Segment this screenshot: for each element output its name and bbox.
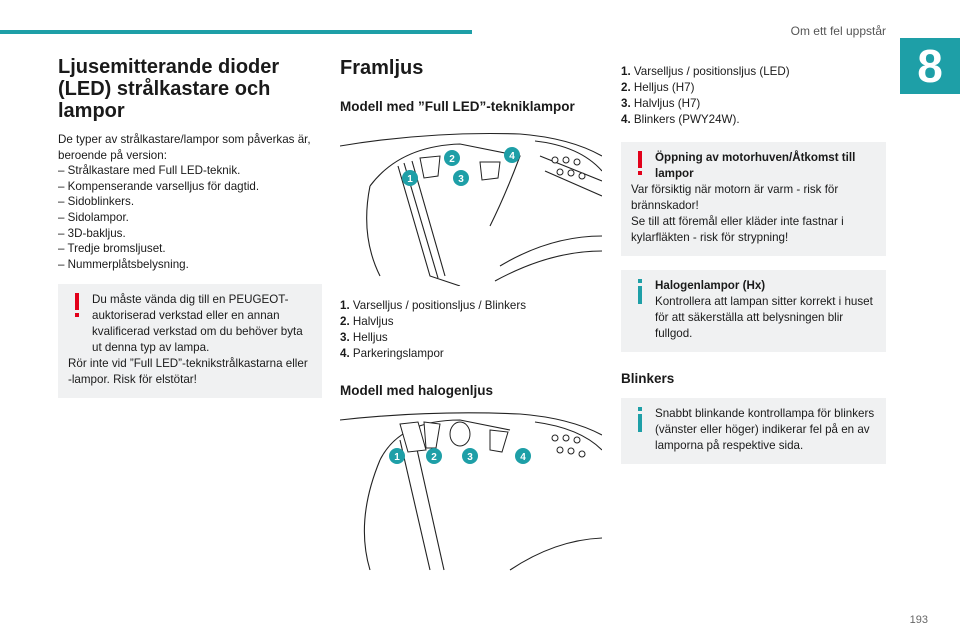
list-item: – Strålkastare med Full LED-teknik.: [58, 164, 241, 178]
section-title: Om ett fel uppstår: [790, 24, 886, 38]
callout-1: 1: [394, 452, 400, 463]
full-led-legend: 1. Varselljus / positionsljus / Blinkers…: [340, 298, 602, 362]
list-item: 3. Helljus: [340, 331, 388, 344]
halogen-headlight-illustration: 1 2 3 4: [340, 410, 602, 580]
warning-text: Du måste vända dig till en PEUGEOT-aukto…: [92, 293, 303, 355]
halogen-legend: 1. Varselljus / positionsljus (LED) 2. H…: [621, 64, 886, 128]
callout-2: 2: [449, 154, 455, 165]
column-led-lamps: Ljusemitterande dioder (LED) strålkastar…: [58, 56, 322, 399]
warning-text: Rör inte vid ”Full LED”-teknikstrålkasta…: [68, 357, 308, 387]
headlights-title: Framljus: [340, 57, 424, 79]
full-led-headlight-illustration: 1 2 3 4: [340, 126, 602, 286]
led-title: Ljusemitterande dioder (LED) strålkastar…: [58, 56, 280, 122]
callout-2: 2: [431, 452, 437, 463]
warning-exclamation-icon: [75, 293, 79, 318]
callout-1: 1: [407, 174, 413, 185]
info-box-blinkers: Snabbt blinkande kontrollampa för blinke…: [621, 398, 886, 464]
callout-4: 4: [520, 452, 526, 463]
warning-text: Var försiktig när motorn är varm - risk …: [631, 183, 839, 212]
list-item: 3. Halvljus (H7): [621, 97, 701, 110]
list-item: – Kompenserande varselljus för dagtid.: [58, 179, 260, 193]
list-item: 4. Blinkers (PWY24W).: [621, 113, 740, 126]
blinkers-title: Blinkers: [621, 371, 675, 386]
info-text: Snabbt blinkande kontrollampa för blinke…: [655, 407, 875, 452]
list-item: 2. Helljus (H7): [621, 81, 695, 94]
info-title: Halogenlampor (Hx): [655, 279, 766, 292]
list-item: 1. Varselljus / positionsljus (LED): [621, 65, 790, 78]
full-led-subtitle: Modell med ”Full LED”-tekniklampor: [340, 99, 575, 114]
callout-3: 3: [458, 174, 464, 185]
warning-box-led: Du måste vända dig till en PEUGEOT-aukto…: [58, 284, 322, 399]
info-icon: [638, 407, 642, 432]
warning-text: Se till att föremål eller kläder inte fa…: [631, 215, 844, 244]
chapter-tab: 8: [900, 38, 960, 94]
list-item: 1. Varselljus / positionsljus / Blinkers: [340, 299, 527, 312]
led-intro: De typer av strålkastare/lampor som påve…: [58, 133, 311, 162]
list-item: – 3D-bakljus.: [58, 226, 126, 240]
info-text: Kontrollera att lampan sitter korrekt i …: [655, 295, 873, 340]
callout-3: 3: [467, 452, 473, 463]
list-item: – Sidoblinkers.: [58, 195, 135, 209]
list-item: 4. Parkeringslampor: [340, 347, 444, 360]
list-item: – Tredje bromsljuset.: [58, 242, 166, 256]
list-item: – Nummerplåtsbelysning.: [58, 257, 189, 271]
halogen-subtitle: Modell med halogenljus: [340, 383, 494, 398]
warning-exclamation-icon: [638, 151, 642, 175]
column-halogen-details: 1. Varselljus / positionsljus (LED) 2. H…: [621, 64, 886, 464]
callout-4: 4: [509, 151, 515, 162]
list-item: 2. Halvljus: [340, 315, 394, 328]
info-box-halogen: Halogenlampor (Hx) Kontrollera att lampa…: [621, 270, 886, 352]
header-accent-bar: [0, 30, 472, 34]
info-icon: [638, 279, 642, 304]
list-item: – Sidolampor.: [58, 210, 129, 224]
lamp-type-list: – Strålkastare med Full LED-teknik. – Ko…: [58, 163, 322, 272]
warning-box-bonnet: Öppning av motorhuven/Åtkomst till lampo…: [621, 142, 886, 256]
warning-title: Öppning av motorhuven/Åtkomst till lampo…: [655, 151, 856, 180]
column-headlights: Framljus Modell med ”Full LED”-tekniklam…: [340, 56, 602, 592]
page-number: 193: [909, 614, 928, 626]
